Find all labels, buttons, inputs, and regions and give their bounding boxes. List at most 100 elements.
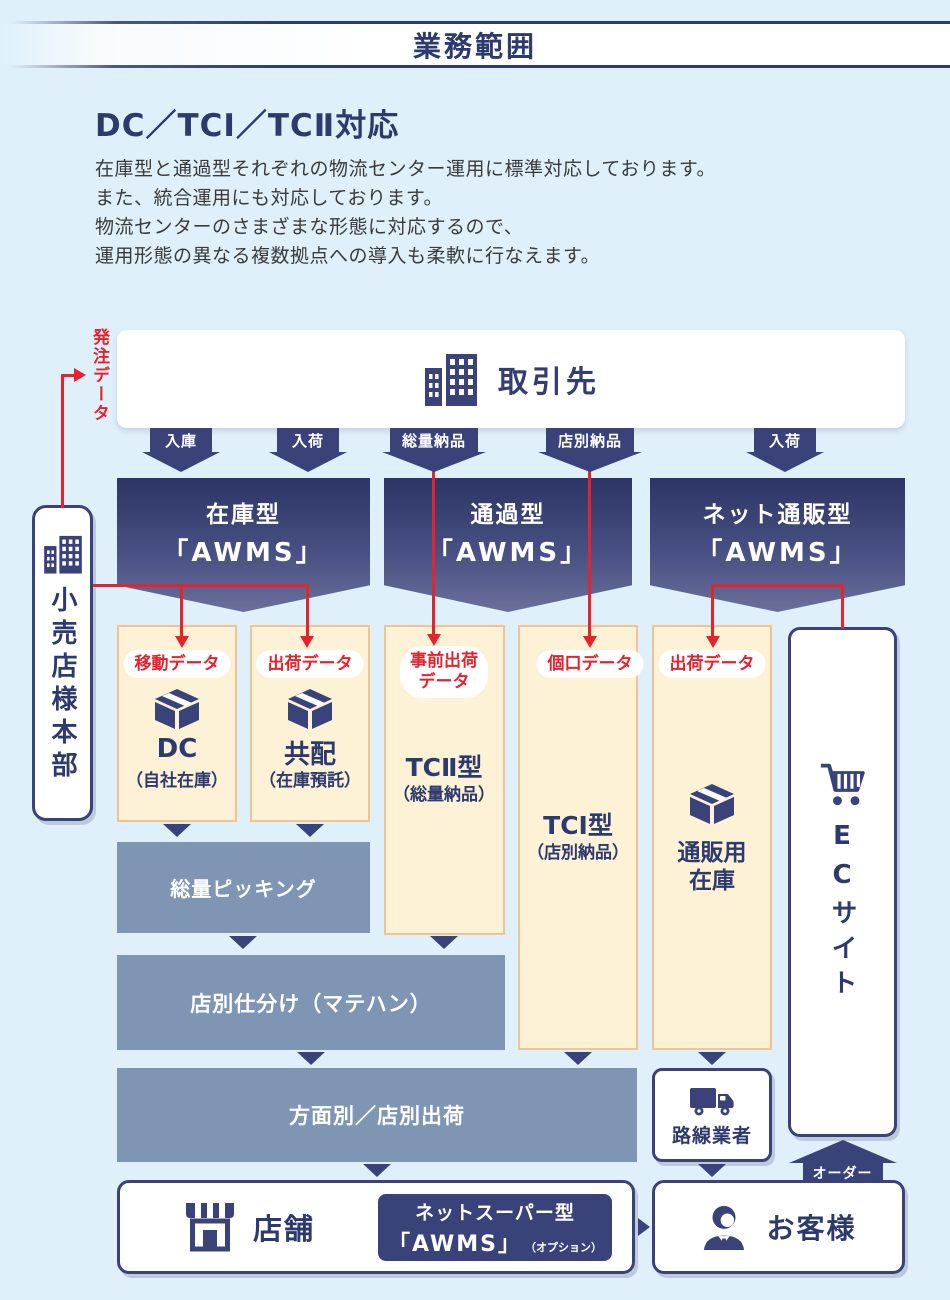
section-title-bar: 業務範囲 [0, 21, 950, 68]
ec-site-box: ECサイト [788, 627, 897, 1137]
arrow-tip [382, 452, 486, 472]
carrier-box: 路線業者 [652, 1068, 772, 1162]
store-to-customer-triangle [638, 1218, 650, 1236]
column-title-tc1: TCⅠ型 [543, 811, 613, 840]
inbound-arrow-label: 店別納品 [546, 428, 634, 452]
truck-icon [690, 1088, 734, 1116]
package-icon [155, 689, 199, 729]
ship-data-line-1 [306, 587, 309, 636]
connector-triangle [297, 1052, 325, 1065]
banner-transfer-type: 通過型 「AWMS」 [384, 478, 632, 612]
banner-ec-type: ネット通販型 「AWMS」 [650, 478, 905, 612]
inbound-arrow-label: 入荷 [754, 428, 816, 452]
supplier-label: 取引先 [498, 365, 600, 400]
order-data-line-vertical [61, 376, 64, 508]
store-label: 店舗 [252, 1212, 315, 1246]
ec-data-line-right [841, 587, 844, 629]
preship-data-line [432, 464, 435, 634]
hq-buildings-icon [43, 535, 82, 574]
intro-heading: DC／TCⅠ／TCⅡ対応 [95, 108, 400, 144]
column-ec-stock [652, 625, 772, 1050]
data-pill-preship: 事前出荷 データ [400, 646, 488, 698]
data-pill-ship-1: 出荷データ [256, 650, 364, 678]
banner-type-label: ネット通販型 [702, 502, 853, 528]
ship-data-line-2 [711, 587, 714, 636]
column-subtitle-dc: （自社在庫） [126, 771, 228, 791]
column-title-dc: DC [156, 734, 198, 764]
connector-triangle [698, 1164, 726, 1177]
package-icon [690, 784, 734, 824]
connector-triangle [163, 824, 191, 837]
column-title-kyohai: 共配 [283, 740, 337, 770]
banner-type-label: 通過型 [470, 502, 546, 528]
process-box-store-sorting: 店別仕分け（マテハン） [117, 955, 505, 1050]
order-arrow-head [788, 1140, 897, 1163]
store-content: 店舗 [120, 1183, 378, 1271]
inbound-arrow-nyuka-2: 入荷 [746, 428, 824, 472]
ship-data-arrowhead-2 [706, 636, 720, 648]
intro-line: 運用形態の異なる複数拠点への導入も柔軟に行なえます。 [95, 245, 601, 267]
data-pill-move: 移動データ [123, 650, 231, 678]
inbound-arrow-label: 入庫 [150, 428, 212, 452]
move-data-arrowhead [175, 636, 189, 648]
page-title: 業務範囲 [412, 29, 537, 63]
buildings-icon [425, 354, 477, 406]
column-tc1 [518, 625, 638, 1050]
hq-label: 小売店様本部 [47, 586, 77, 784]
store-icon [185, 1203, 234, 1252]
carrier-label: 路線業者 [671, 1125, 752, 1147]
inbound-arrow-soryo: 総量納品 [382, 428, 486, 472]
arrow-tip [269, 452, 347, 472]
column-title-ec-stock: 在庫 [689, 868, 735, 894]
ec-data-line-horizontal [711, 584, 844, 587]
netsuper-option-note: （オプション） [525, 1240, 603, 1254]
data-pill-line: 事前出荷 [410, 651, 478, 671]
customer-box: お客様 [652, 1180, 905, 1274]
netsuper-title: ネットスーパー型 [415, 1201, 575, 1224]
intro-line: 在庫型と通過型それぞれの物流センター運用に標準対応しております。 [95, 158, 716, 180]
intro-paragraph: 在庫型と通過型それぞれの物流センター運用に標準対応しております。 また、統合運用… [95, 155, 716, 271]
inbound-arrow-tenbetsu: 店別納品 [538, 428, 642, 472]
inbound-arrow-label: 入荷 [277, 428, 339, 452]
connector-triangle [363, 1164, 391, 1177]
hq-data-line-horizontal [93, 584, 309, 587]
banner-product-label: 「AWMS」 [162, 538, 325, 568]
data-pill-line: データ [418, 672, 470, 692]
banner-type-label: 在庫型 [206, 502, 281, 528]
arrow-tip [538, 452, 642, 472]
hq-box: 小売店様本部 [32, 505, 93, 821]
inbound-arrow-label: 総量納品 [390, 428, 478, 452]
intro-line: また、統合運用にも対応しております。 [95, 187, 443, 209]
move-data-line [180, 587, 183, 636]
supplier-box: 取引先 [117, 330, 905, 428]
cart-icon [820, 763, 865, 805]
netsuper-product-row: 「AWMS」 （オプション） [388, 1226, 602, 1258]
arrow-tip [746, 452, 824, 472]
data-pill-ship-2: 出荷データ [658, 650, 766, 678]
column-title-tc2: TCⅡ型 [405, 753, 483, 782]
connector-triangle [564, 1052, 592, 1065]
connector-triangle [296, 824, 324, 837]
netsuper-box: ネットスーパー型 「AWMS」 （オプション） [378, 1194, 612, 1261]
ec-site-label: ECサイト [827, 820, 857, 1004]
connector-triangle [229, 936, 257, 949]
customer-label: お客様 [766, 1212, 857, 1245]
banner-product-label: 「AWMS」 [426, 538, 590, 568]
person-icon [704, 1205, 745, 1251]
intro-line: 物流センターのさまざまな形態に対応するので、 [95, 216, 524, 238]
column-subtitle-tc1: （店別納品） [527, 843, 629, 863]
netsuper-product: 「AWMS」 [387, 1231, 523, 1257]
data-pill-parcel: 個口データ [536, 650, 644, 678]
arrow-tip [142, 452, 220, 472]
order-arrow: オーダー [788, 1140, 897, 1182]
order-label: オーダー [802, 1163, 883, 1182]
banner-stock-type: 在庫型 「AWMS」 [117, 478, 370, 612]
connector-triangle [698, 1052, 726, 1065]
parcel-data-arrowhead [583, 636, 597, 648]
order-data-arrowhead [74, 368, 86, 382]
preship-data-arrowhead [427, 634, 441, 646]
order-data-label: 発注データ [89, 328, 109, 423]
column-subtitle-kyohai: （在庫預託） [259, 771, 361, 791]
inbound-arrow-nyuko: 入庫 [142, 428, 220, 472]
